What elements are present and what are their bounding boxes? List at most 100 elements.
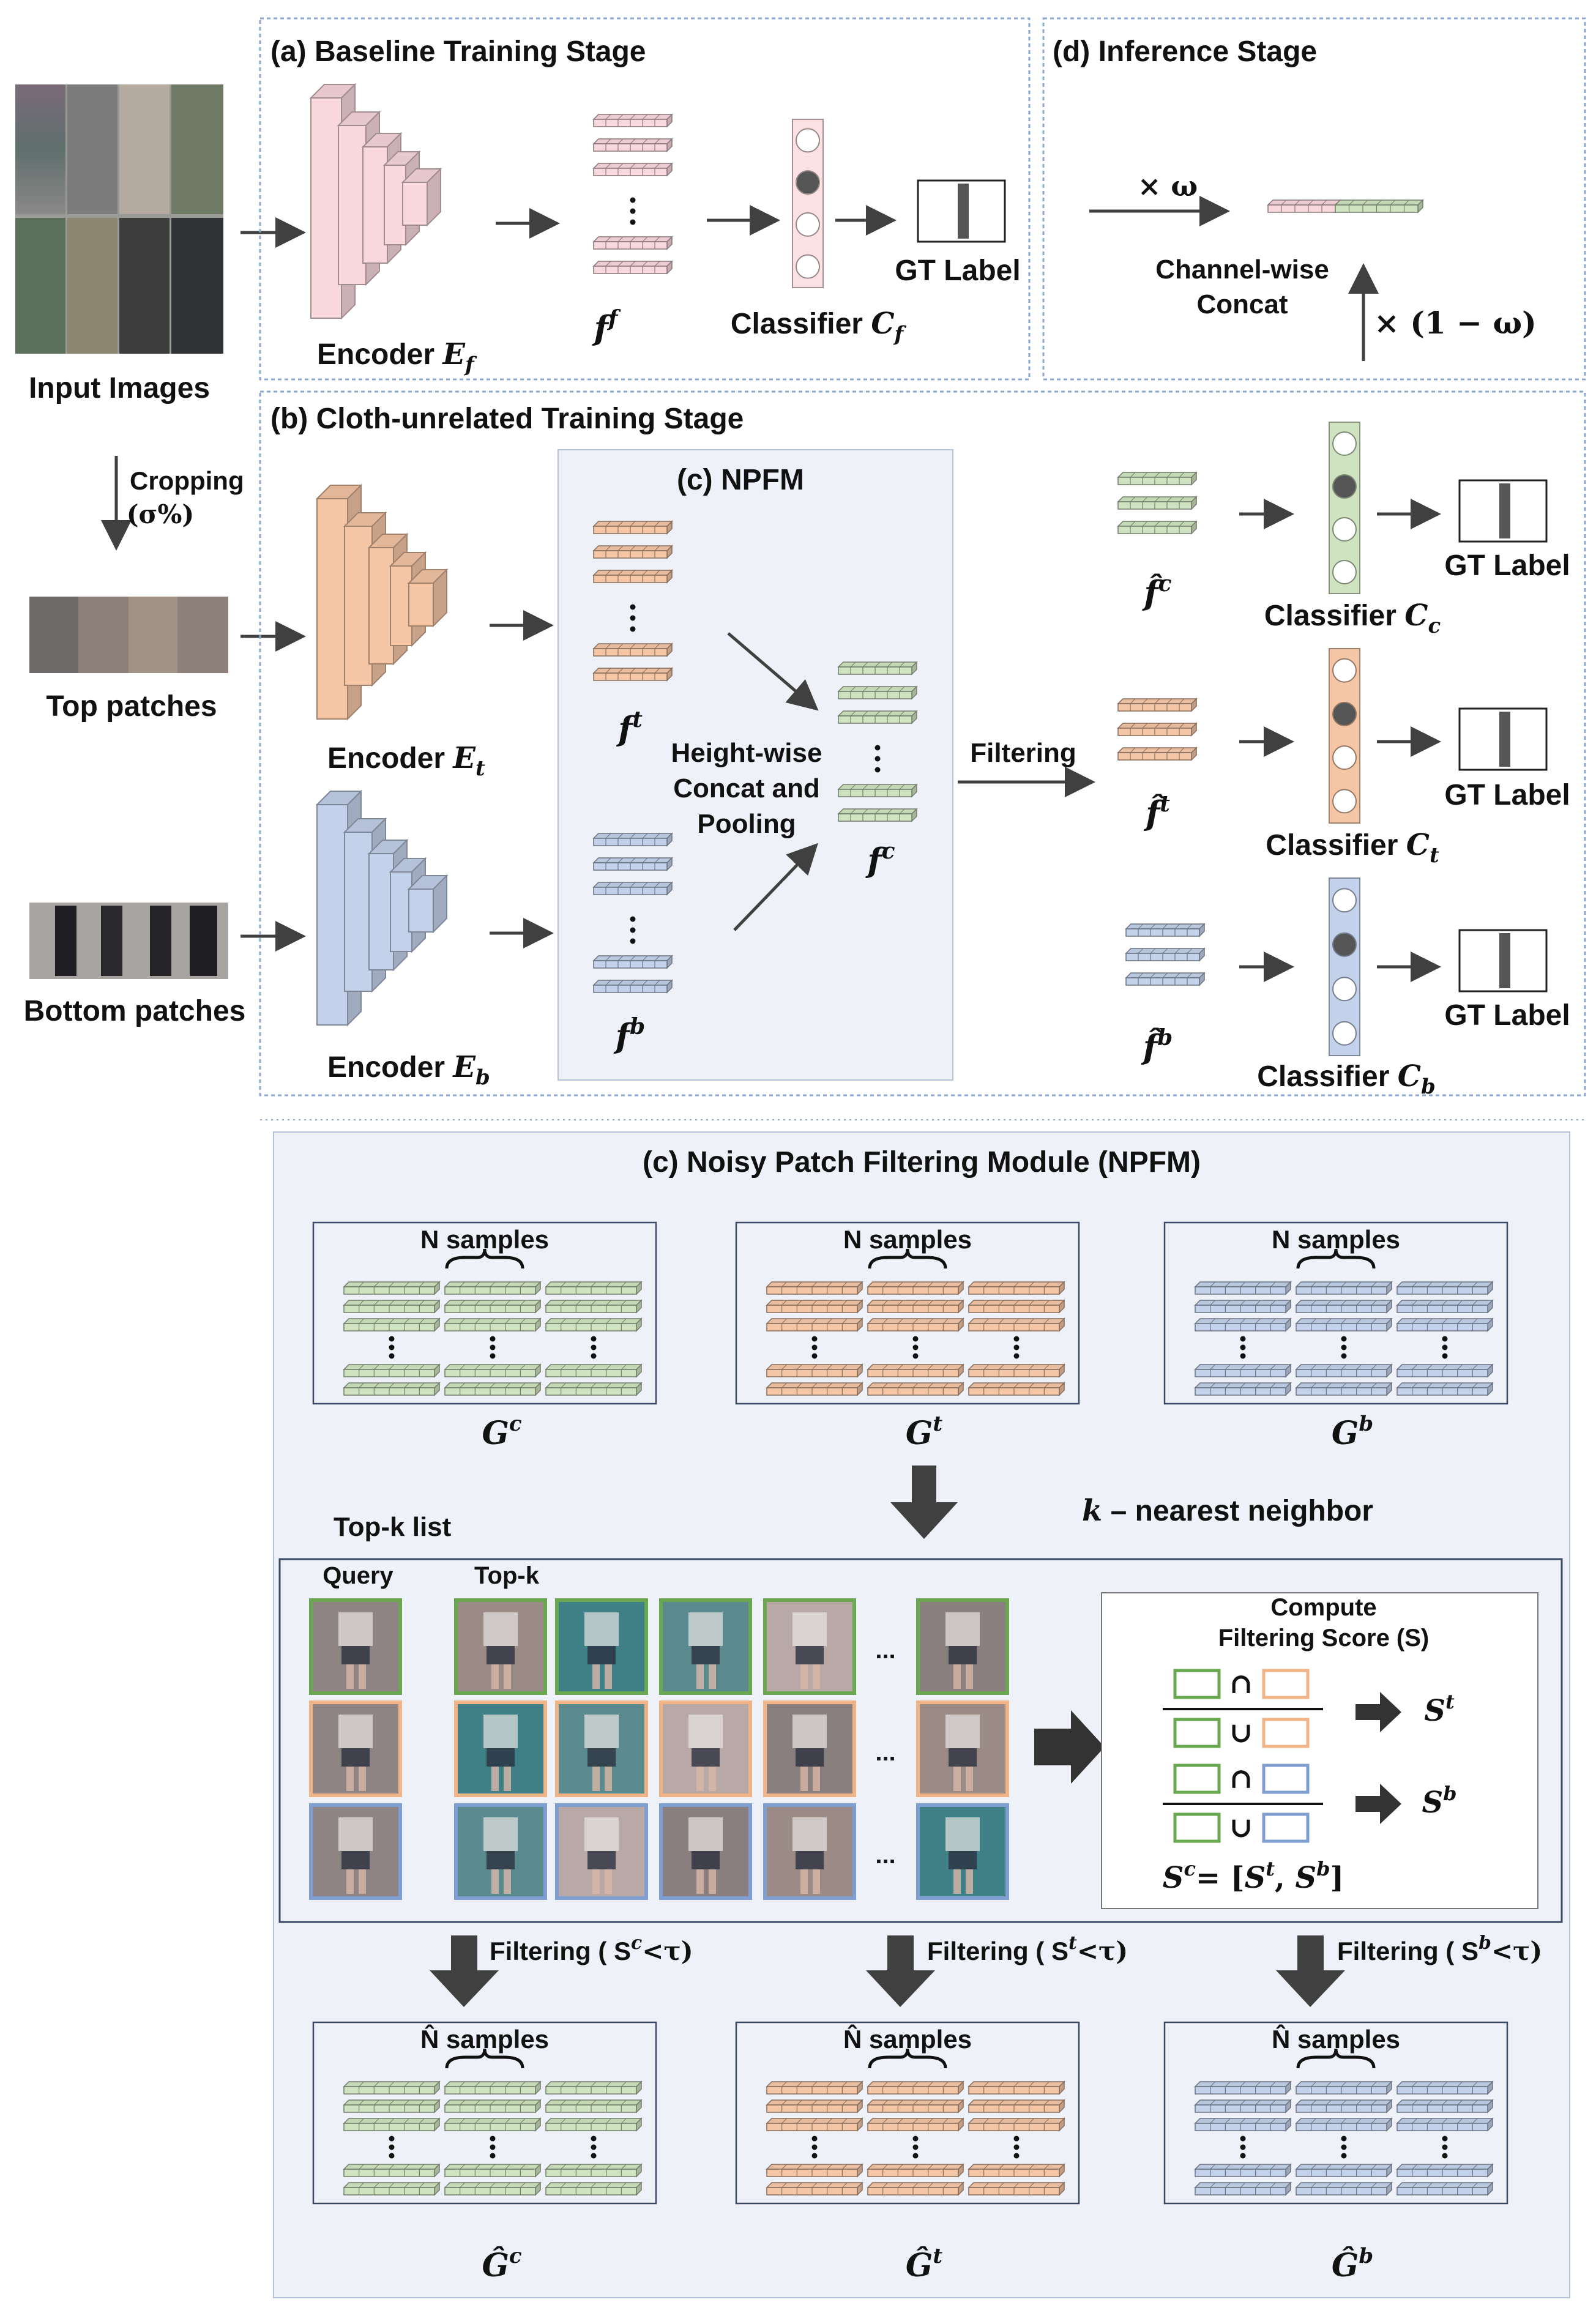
feature-ff <box>592 113 673 275</box>
feature-ff-label: ff <box>592 306 621 348</box>
pooling-label: Pooling <box>697 809 796 839</box>
panel-d-title: (d) Inference Stage <box>1053 35 1317 68</box>
bottom-patches-image <box>29 903 228 979</box>
encoder-et <box>315 483 449 721</box>
cropping-label: Cropping <box>130 466 244 495</box>
arrow-fb-to-fc <box>733 843 818 931</box>
cropping-percent: (σ%) <box>127 499 195 529</box>
intersect-t: ∩ <box>1229 1667 1253 1700</box>
encoder-ef-label: Encoder Ef <box>317 337 477 377</box>
gallery-gb-label: Gb <box>1332 1412 1373 1452</box>
score-b-fraction <box>1163 1764 1323 1843</box>
feature-fb <box>592 832 673 994</box>
score-t-fraction <box>1163 1669 1323 1748</box>
filtering-c-label: Filtering ( Sc<τ) <box>490 1932 693 1966</box>
topk-label: Top-k <box>474 1562 540 1589</box>
feature-fc <box>837 661 918 822</box>
gt-label-box-a <box>917 179 1006 243</box>
filtering-t-label: Filtering ( St<τ) <box>927 1932 1128 1966</box>
feature-fb-hat <box>1125 923 1206 986</box>
classifier-cb <box>1329 877 1360 1056</box>
panel-b-title: (b) Cloth-unrelated Training Stage <box>270 403 744 435</box>
panel-c-title: (c) Noisy Patch Filtering Module (NPFM) <box>643 1146 1201 1179</box>
union-b: ∪ <box>1229 1811 1253 1844</box>
feature-fc-label: fc <box>865 838 895 880</box>
feature-ft-hat-label: f̂t <box>1143 791 1170 833</box>
topk-ellipsis: ... <box>875 1842 895 1869</box>
feature-ft-hat <box>1117 698 1198 761</box>
gallery-gt-hat: N̂ samples <box>735 2021 1080 2205</box>
classifier-ct-label: Classifier Ct <box>1266 828 1439 868</box>
gallery-gb-hat: N̂ samples <box>1163 2021 1508 2205</box>
gallery-gc: N samples <box>312 1221 657 1405</box>
topk-thumbnails: ......... <box>309 1598 1009 1900</box>
classifier-cc <box>1329 422 1360 594</box>
filtering-label: Filtering <box>970 738 1076 768</box>
npfm-title: (c) NPFM <box>677 464 804 496</box>
gallery-gt-label: Gt <box>906 1412 942 1452</box>
gt-label-box-b <box>1458 929 1548 993</box>
score-sb: Sb <box>1422 1782 1456 1820</box>
gallery-gb: N samples <box>1163 1221 1508 1405</box>
top-patches-label: Top patches <box>46 690 217 723</box>
gallery-gt-hat-label: Ĝt <box>906 2244 942 2284</box>
gt-label-a: GT Label <box>895 255 1020 287</box>
feature-fc-hat <box>1117 471 1198 535</box>
knn-label: k – nearest neighbor <box>1082 1494 1373 1528</box>
gallery-samples-label: N̂ samples <box>420 2024 549 2054</box>
feature-fb-hat-label: f̂b <box>1141 1025 1173 1067</box>
gt-label-box-c <box>1458 479 1548 543</box>
gt-label-t: GT Label <box>1444 779 1570 811</box>
intersect-b: ∩ <box>1229 1762 1253 1795</box>
classifier-ct <box>1329 648 1360 824</box>
input-images-label: Input Images <box>29 372 210 404</box>
encoder-et-label: Encoder Et <box>327 741 485 781</box>
gt-label-box-t <box>1458 707 1548 771</box>
arrow-to-sb <box>1355 1784 1401 1824</box>
filtering-b-label: Filtering ( Sb<τ) <box>1337 1932 1542 1966</box>
topk-ellipsis: ... <box>875 1637 895 1664</box>
encoder-eb-label: Encoder Eb <box>327 1050 490 1090</box>
encoder-eb <box>315 789 449 1027</box>
gallery-gc-hat-label: Ĝc <box>482 2244 521 2284</box>
panel-a-title: (a) Baseline Training Stage <box>270 35 646 68</box>
arrow-to-st <box>1355 1692 1401 1732</box>
concat-and-label: Concat and <box>673 773 820 803</box>
gt-label-b: GT Label <box>1444 999 1570 1032</box>
panel-d-box <box>1042 17 1586 381</box>
filter-arrow-c <box>430 1935 499 2007</box>
knn-arrow <box>890 1466 958 1539</box>
filtering-score-label: Filtering Score (S) <box>1218 1625 1430 1652</box>
feature-ft <box>592 520 673 682</box>
panel-b-box <box>259 390 1586 1097</box>
channel-wise-label: Channel-wise <box>1155 255 1329 285</box>
concat-feature <box>1267 199 1424 214</box>
score-box <box>1101 1592 1538 1909</box>
gallery-gc-label: Gc <box>482 1412 521 1452</box>
classifier-cf-label: Classifier Cf <box>731 307 907 346</box>
gallery-samples-label: N̂ samples <box>843 2024 972 2054</box>
top-patches-image <box>29 597 228 673</box>
gt-label-c: GT Label <box>1444 549 1570 582</box>
to-score-arrow <box>1034 1710 1105 1784</box>
height-wise-label: Height-wise <box>671 738 822 768</box>
topk-thumbnail <box>763 1598 856 1695</box>
filter-arrow-t <box>866 1935 935 2007</box>
times-omega: × ω <box>1138 169 1198 203</box>
times-one-minus-omega: × (1 − ω) <box>1374 305 1537 341</box>
classifier-cb-label: Classifier Cb <box>1257 1059 1435 1099</box>
encoder-ef <box>309 83 442 320</box>
arrow-ft-to-fc <box>727 632 819 711</box>
topk-ellipsis: ... <box>875 1739 895 1766</box>
gallery-gc-hat: N̂ samples <box>312 2021 657 2205</box>
union-t: ∪ <box>1229 1716 1253 1749</box>
filter-arrow-b <box>1276 1935 1345 2007</box>
gallery-samples-label: N̂ samples <box>1272 2024 1400 2054</box>
concat-label: Concat <box>1196 289 1288 319</box>
score-st: St <box>1424 1690 1455 1728</box>
feature-fc-hat-label: f̂c <box>1141 571 1171 613</box>
classifier-cf <box>792 119 824 288</box>
classifier-cc-label: Classifier Cc <box>1264 598 1441 638</box>
gallery-gt: N samples <box>735 1221 1080 1405</box>
